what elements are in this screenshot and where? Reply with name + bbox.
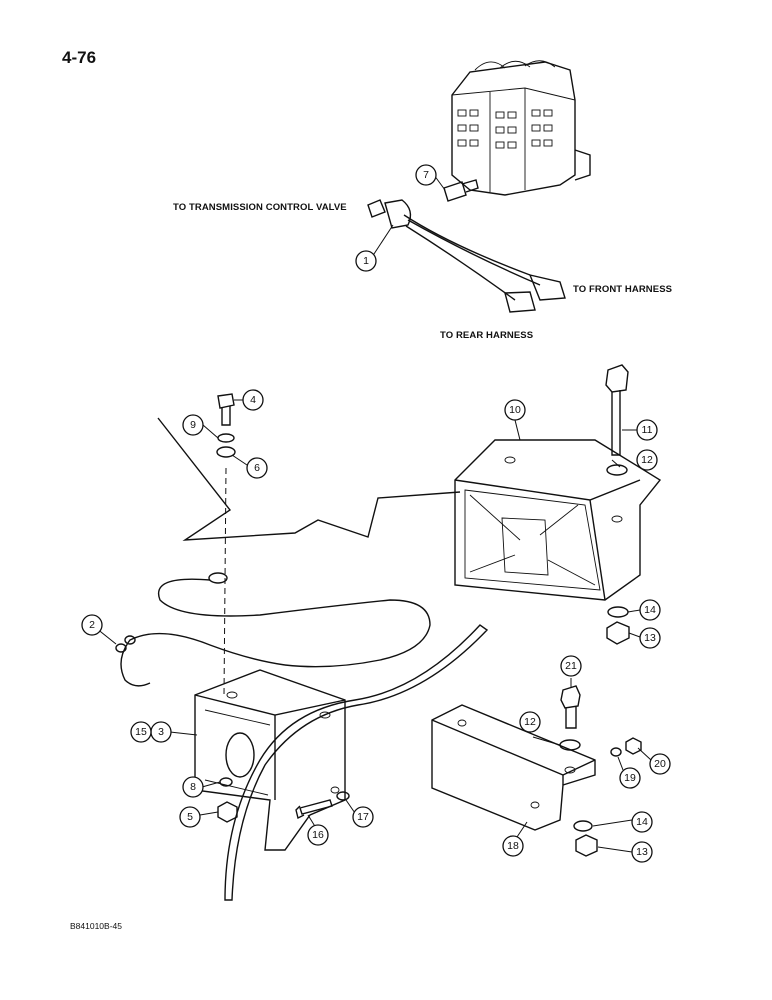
svg-text:19: 19 [624, 772, 636, 784]
svg-text:10: 10 [509, 404, 521, 416]
callout-15: 15 [130, 721, 152, 743]
washer-part-17 [336, 791, 350, 801]
svg-text:20: 20 [654, 758, 666, 770]
callout-20: 20 [649, 753, 671, 775]
lockwasher-part-19 [610, 747, 622, 757]
callout-3: 3 [150, 721, 172, 743]
plug-part-7 [443, 179, 479, 202]
callout-16: 16 [307, 824, 329, 846]
callout-18: 18 [502, 835, 524, 857]
nut-part-5 [217, 801, 238, 823]
svg-text:6: 6 [254, 462, 260, 474]
svg-text:12: 12 [641, 454, 653, 466]
svg-text:1: 1 [363, 255, 369, 267]
callout-13-top: 13 [639, 627, 661, 649]
callout-leaders [95, 174, 652, 853]
svg-text:15: 15 [135, 726, 147, 738]
svg-text:2: 2 [89, 619, 95, 631]
svg-text:13: 13 [644, 632, 656, 644]
frame-outline [157, 417, 461, 696]
label-to-front-harness: TO FRONT HARNESS [573, 284, 673, 295]
callout-14-bottom: 14 [631, 811, 653, 833]
page-number: 4-76 [62, 48, 97, 67]
callout-19: 19 [619, 767, 641, 789]
svg-text:21: 21 [565, 660, 577, 672]
backup-alarm-part-3 [194, 669, 346, 851]
svg-text:12: 12 [524, 716, 536, 728]
washer-part-2a [115, 643, 127, 653]
washer-part-14 [607, 606, 629, 618]
label-to-rear-harness: TO REAR HARNESS [440, 330, 534, 341]
callout-10: 10 [504, 399, 526, 421]
bolt-part-21 [560, 685, 581, 729]
callout-17: 17 [352, 806, 374, 828]
washer-part-9 [217, 433, 235, 443]
counterweight-part-10 [454, 439, 662, 601]
svg-text:11: 11 [642, 424, 653, 436]
svg-text:8: 8 [190, 781, 196, 793]
callout-1: 1 [355, 250, 377, 272]
washer-part-14b [573, 820, 593, 832]
svg-text:3: 3 [158, 726, 164, 738]
pressure-switch-part-1 [367, 199, 566, 313]
svg-text:9: 9 [190, 419, 196, 431]
callout-21: 21 [560, 655, 582, 677]
callout-11: 11 [636, 419, 658, 441]
svg-text:14: 14 [636, 816, 648, 828]
svg-text:16: 16 [312, 829, 324, 841]
ground-cable [120, 572, 489, 901]
callout-9: 9 [182, 414, 204, 436]
washer-part-2b [124, 635, 136, 645]
svg-text:18: 18 [507, 840, 519, 852]
callout-7: 7 [415, 164, 437, 186]
callout-2: 2 [81, 614, 103, 636]
washer-part-12 [606, 464, 628, 476]
label-to-transmission-control-valve: TO TRANSMISSION CONTROL VALVE [173, 202, 347, 213]
bolt-part-11 [605, 364, 629, 456]
nut-part-20 [625, 737, 642, 755]
svg-text:4: 4 [250, 394, 256, 406]
svg-text:7: 7 [423, 169, 429, 181]
svg-text:5: 5 [187, 811, 193, 823]
connector-block [451, 60, 591, 196]
svg-text:17: 17 [357, 811, 369, 823]
nut-part-13 [606, 621, 630, 645]
svg-text:13: 13 [636, 846, 648, 858]
drawing-code: B841010B-45 [70, 921, 122, 931]
svg-text:14: 14 [644, 604, 656, 616]
bolt-part-4 [217, 393, 235, 426]
callout-8: 8 [182, 776, 204, 798]
nut-part-13b [575, 834, 598, 857]
callout-13-bottom: 13 [631, 841, 653, 863]
callout-12-top: 12 [636, 449, 658, 471]
washer-part-12b [559, 739, 581, 751]
callout-5: 5 [179, 806, 201, 828]
callout-12-bottom: 12 [519, 711, 541, 733]
callout-6: 6 [246, 457, 268, 479]
washer-part-6 [216, 446, 236, 458]
bracket-part-18 [431, 704, 596, 831]
callout-4: 4 [242, 389, 264, 411]
callout-14-top: 14 [639, 599, 661, 621]
bolt-part-16 [295, 799, 333, 820]
